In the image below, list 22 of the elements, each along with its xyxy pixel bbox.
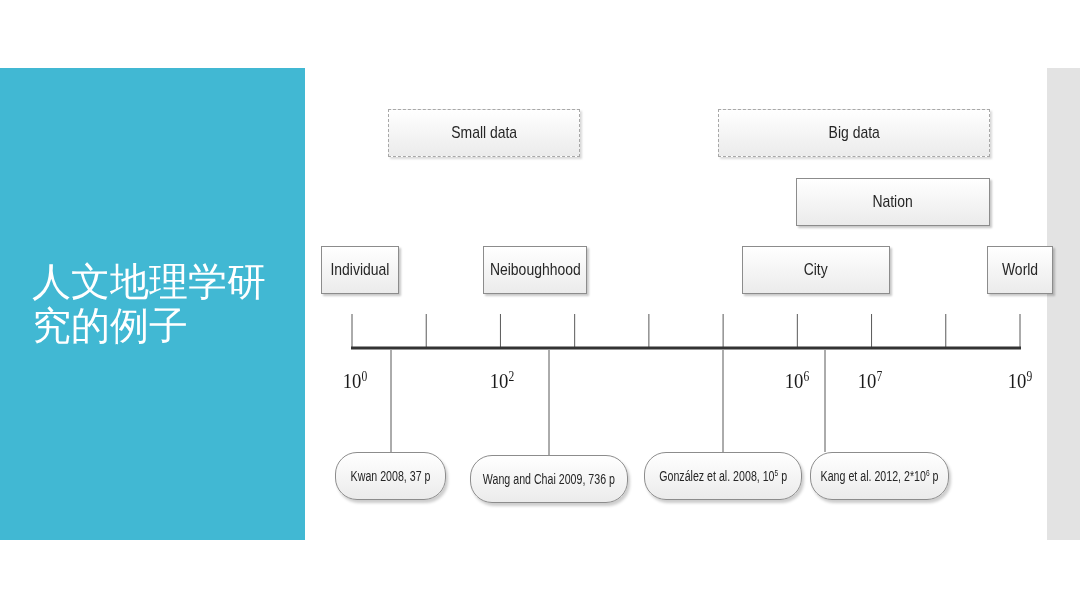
- citation-box: Wang and Chai 2009, 736 p: [470, 455, 628, 503]
- scale-box: Neiboughhood: [483, 246, 587, 294]
- scale-axis: [351, 313, 1021, 350]
- citation-box: González et al. 2008, 10$^{5}$ p: [644, 452, 802, 500]
- tick-label: 10$^{9}$: [1007, 370, 1033, 392]
- tick-label: 10$^{6}$: [784, 370, 810, 392]
- scale-box: Nation: [796, 178, 990, 226]
- tick-label: 10$^{0}$: [342, 370, 368, 392]
- scale-box: Individual: [321, 246, 399, 294]
- leader-line: [824, 349, 826, 453]
- tick-label: 10$^{7}$: [857, 370, 883, 392]
- leader-line: [548, 349, 550, 456]
- tick-label: 10$^{2}$: [489, 370, 515, 392]
- citation-box: Kang et al. 2012, 2*10$^{6}$ p: [810, 452, 949, 500]
- data-range-box: Small data: [388, 109, 580, 157]
- leader-line: [390, 349, 392, 453]
- leader-line: [722, 349, 724, 453]
- scale-box: City: [742, 246, 890, 294]
- data-range-box: Big data: [718, 109, 990, 157]
- slide-title: 人文地理学研究的例子: [32, 260, 267, 348]
- citation-box: Kwan 2008, 37 p: [335, 452, 446, 500]
- scale-box: World: [987, 246, 1053, 294]
